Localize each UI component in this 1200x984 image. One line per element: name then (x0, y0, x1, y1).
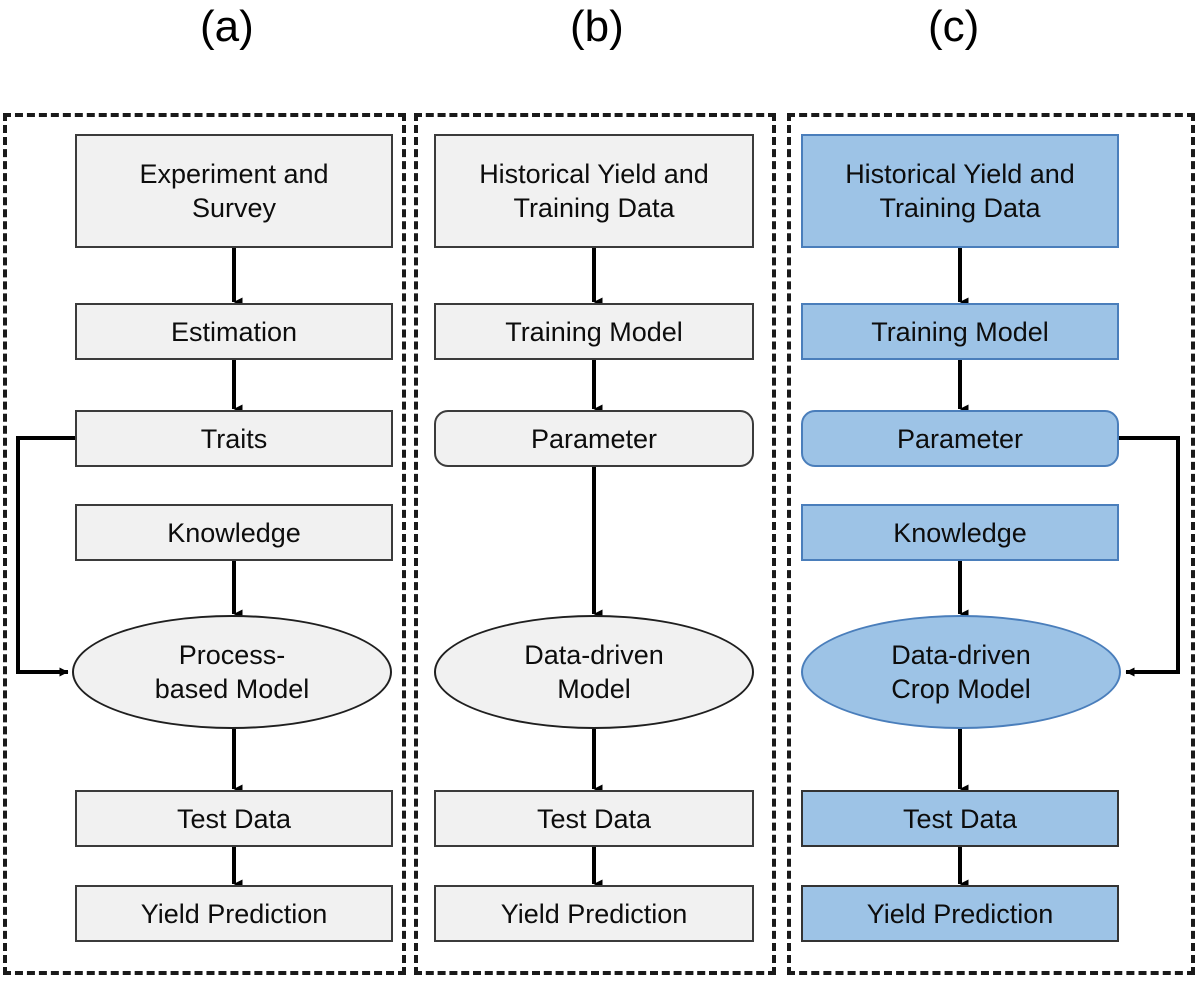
panel-label-a: (a) (200, 2, 254, 51)
node-c-parameter: Parameter (801, 410, 1119, 467)
node-label: Process- based Model (154, 640, 310, 704)
node-a-process-based-model: Process- based Model (72, 615, 392, 729)
node-label: Experiment and Survey (139, 159, 329, 223)
node-b-yield-prediction: Yield Prediction (434, 885, 754, 942)
node-a-knowledge: Knowledge (75, 504, 393, 561)
node-c-data-driven-crop-model: Data-driven Crop Model (801, 615, 1121, 729)
node-b-data-driven-model: Data-driven Model (434, 615, 754, 729)
node-label: Yield Prediction (140, 898, 328, 929)
node-label: Yield Prediction (866, 898, 1054, 929)
node-c-knowledge: Knowledge (801, 504, 1119, 561)
node-label: Training Model (505, 316, 683, 347)
node-c-test-data: Test Data (801, 790, 1119, 847)
node-label: Historical Yield and Training Data (845, 159, 1075, 223)
panel-frame-c (787, 113, 1195, 975)
node-label: Training Model (871, 316, 1049, 347)
panel-label-b: (b) (570, 2, 624, 51)
node-a-yield-prediction: Yield Prediction (75, 885, 393, 942)
node-b-test-data: Test Data (434, 790, 754, 847)
node-a-experiment-and-survey: Experiment and Survey (75, 134, 393, 248)
panel-frame-a (3, 113, 406, 975)
node-label: Knowledge (167, 517, 301, 548)
node-label: Traits (200, 423, 268, 454)
node-label: Test Data (176, 803, 292, 834)
node-label: Parameter (530, 423, 658, 454)
node-a-estimation: Estimation (75, 303, 393, 360)
node-c-yield-prediction: Yield Prediction (801, 885, 1119, 942)
node-c-training-model: Training Model (801, 303, 1119, 360)
node-a-test-data: Test Data (75, 790, 393, 847)
node-label: Parameter (896, 423, 1024, 454)
panel-frame-b (414, 113, 776, 975)
node-c-historical-yield-and-training-data: Historical Yield and Training Data (801, 134, 1119, 248)
node-label: Data-driven Crop Model (891, 640, 1031, 704)
panel-label-c: (c) (928, 2, 980, 51)
node-label: Yield Prediction (500, 898, 688, 929)
node-label: Test Data (536, 803, 652, 834)
node-a-traits: Traits (75, 410, 393, 467)
node-label: Estimation (170, 316, 298, 347)
node-b-parameter: Parameter (434, 410, 754, 467)
node-label: Knowledge (893, 517, 1027, 548)
node-label: Data-driven Model (524, 640, 664, 704)
node-label: Historical Yield and Training Data (479, 159, 709, 223)
node-b-training-model: Training Model (434, 303, 754, 360)
node-label: Test Data (902, 803, 1018, 834)
node-b-historical-yield-and-training-data: Historical Yield and Training Data (434, 134, 754, 248)
